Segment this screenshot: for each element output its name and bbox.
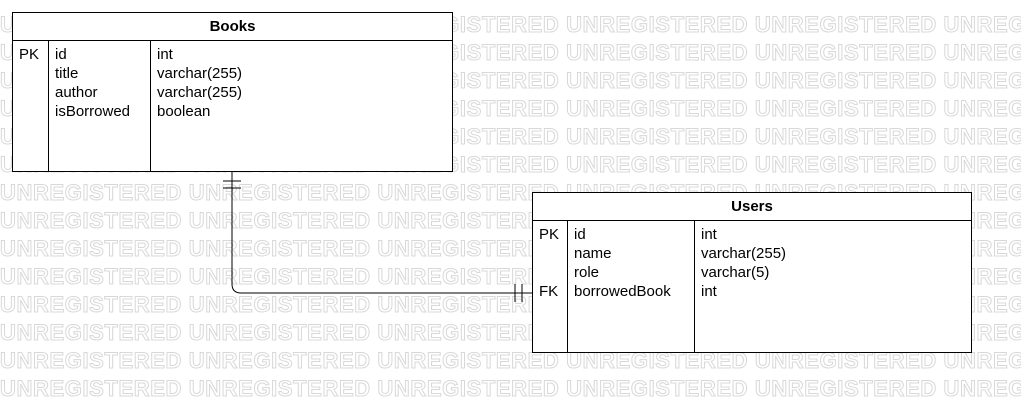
books-row-2-type: varchar(255) bbox=[157, 84, 243, 101]
users-row-0-name: id bbox=[574, 226, 586, 243]
books-row-3-name: isBorrowed bbox=[55, 103, 131, 120]
users-row-1-name: name bbox=[574, 245, 612, 262]
users-entity[interactable]: Users PK FK id name role borrowedBook in… bbox=[532, 192, 972, 353]
users-row-3-type: int bbox=[701, 283, 717, 300]
books-row-1-name: title bbox=[55, 65, 79, 82]
books-entity-title: Books bbox=[13, 13, 452, 41]
users-entity-title: Users bbox=[533, 193, 971, 221]
books-row-0-type: int bbox=[157, 46, 173, 63]
users-row-3-name: borrowedBook bbox=[574, 283, 671, 300]
books-row-0-name: id bbox=[55, 46, 67, 63]
books-entity[interactable]: Books PK id title author isBorrowed int … bbox=[12, 12, 453, 172]
users-row-1-type: varchar(255) bbox=[701, 245, 787, 262]
users-row-0-key: PK bbox=[539, 226, 560, 243]
books-row-2-name: author bbox=[55, 84, 98, 101]
books-row-1-type: varchar(255) bbox=[157, 65, 243, 82]
relationship-line-books-users[interactable] bbox=[231, 172, 532, 294]
books-row-3-type: boolean bbox=[157, 103, 211, 120]
users-row-2-type: varchar(5) bbox=[701, 264, 770, 281]
users-row-0-type: int bbox=[701, 226, 717, 243]
users-row-3-key: FK bbox=[539, 283, 559, 300]
users-row-2-name: role bbox=[574, 264, 600, 281]
books-row-0-key: PK bbox=[19, 46, 40, 63]
